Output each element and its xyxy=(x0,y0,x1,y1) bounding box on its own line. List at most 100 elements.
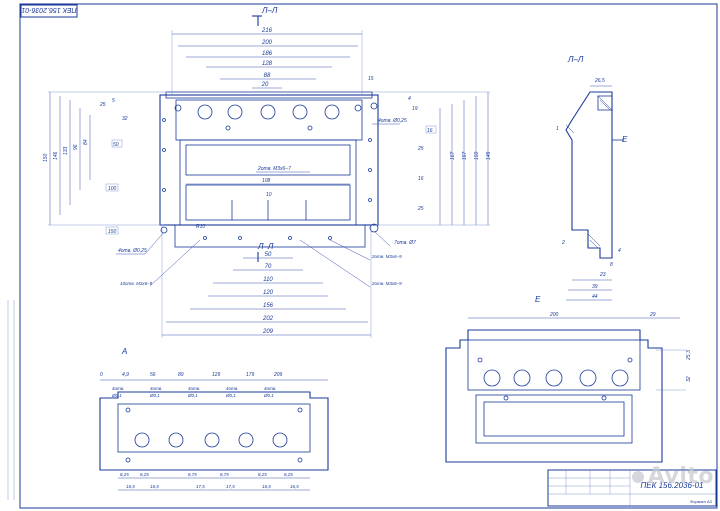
svg-text:186: 186 xyxy=(262,51,273,57)
svg-text:8: 8 xyxy=(610,262,613,268)
svg-text:96: 96 xyxy=(73,144,79,150)
svg-text:32: 32 xyxy=(686,376,692,382)
svg-text:8,25: 8,25 xyxy=(120,472,129,477)
svg-text:Ø0,1: Ø0,1 xyxy=(263,393,274,398)
svg-text:15: 15 xyxy=(368,76,374,82)
svg-text:Л–Л: Л–Л xyxy=(261,6,278,15)
svg-text:10отв. M3x6–9: 10отв. M3x6–9 xyxy=(120,281,153,286)
svg-text:Ø0,1: Ø0,1 xyxy=(225,393,236,398)
svg-text:167: 167 xyxy=(450,151,456,160)
svg-text:16: 16 xyxy=(418,176,424,182)
svg-text:4,9: 4,9 xyxy=(122,372,129,378)
svg-text:100: 100 xyxy=(108,186,117,192)
rotated-code-tag: ПЕК 156.2036-01 xyxy=(20,4,78,18)
svg-text:84: 84 xyxy=(83,139,89,145)
svg-text:44: 44 xyxy=(592,294,598,300)
svg-text:56: 56 xyxy=(150,372,156,378)
svg-text:150: 150 xyxy=(43,153,49,162)
svg-text:4отв.: 4отв. xyxy=(226,386,238,391)
svg-text:120: 120 xyxy=(263,290,274,296)
svg-text:8,25: 8,25 xyxy=(284,472,293,477)
svg-text:108: 108 xyxy=(262,178,271,184)
svg-text:17,5: 17,5 xyxy=(196,484,205,489)
svg-text:Л–Л: Л–Л xyxy=(567,55,584,64)
view-e: Е 200 29 25,3 32 xyxy=(445,295,692,463)
svg-text:Е: Е xyxy=(622,135,628,144)
svg-text:ПЕК 156.2036-01: ПЕК 156.2036-01 xyxy=(21,6,76,13)
svg-text:209: 209 xyxy=(262,329,274,335)
svg-text:150: 150 xyxy=(108,229,117,235)
svg-text:1: 1 xyxy=(556,126,559,132)
svg-text:4отв. Ø0,25: 4отв. Ø0,25 xyxy=(118,248,147,254)
svg-text:129: 129 xyxy=(212,372,221,378)
svg-text:133: 133 xyxy=(63,146,69,155)
svg-text:Формат А3: Формат А3 xyxy=(690,499,713,504)
svg-text:4: 4 xyxy=(408,96,411,102)
svg-text:25: 25 xyxy=(99,102,106,108)
svg-text:70: 70 xyxy=(265,264,272,270)
svg-text:ПЕК 156.2036-01: ПЕК 156.2036-01 xyxy=(641,481,704,490)
svg-text:Ø0,1: Ø0,1 xyxy=(187,393,198,398)
left-dimensions: 150 146 133 96 84 5 25 32 100 150 50 xyxy=(43,91,165,235)
svg-text:4: 4 xyxy=(618,248,621,254)
svg-text:5: 5 xyxy=(112,98,115,104)
svg-text:Ø0,1: Ø0,1 xyxy=(111,393,122,398)
svg-text:7отв. Ø7: 7отв. Ø7 xyxy=(394,240,416,246)
svg-text:8,75: 8,75 xyxy=(188,472,197,477)
svg-text:4отв. Ø0,25: 4отв. Ø0,25 xyxy=(378,118,407,124)
svg-text:202: 202 xyxy=(262,316,274,322)
svg-text:29: 29 xyxy=(649,312,656,318)
svg-text:50: 50 xyxy=(113,142,119,148)
svg-text:39: 39 xyxy=(592,284,598,290)
svg-text:8,75: 8,75 xyxy=(220,472,229,477)
svg-text:R10: R10 xyxy=(196,224,205,230)
svg-text:8,25: 8,25 xyxy=(140,472,149,477)
svg-text:17,5: 17,5 xyxy=(226,484,235,489)
svg-text:200: 200 xyxy=(549,312,559,318)
svg-text:88: 88 xyxy=(264,73,271,79)
svg-text:2отв. M3x6–9: 2отв. M3x6–9 xyxy=(371,254,402,259)
svg-text:Ø0,1: Ø0,1 xyxy=(149,393,160,398)
svg-text:20: 20 xyxy=(261,82,269,88)
svg-text:25: 25 xyxy=(417,146,424,152)
svg-text:4отв.: 4отв. xyxy=(112,386,124,391)
svg-text:Л–Л: Л–Л xyxy=(257,242,274,251)
svg-text:26,5: 26,5 xyxy=(594,78,605,84)
svg-text:Е: Е xyxy=(535,295,541,304)
svg-text:4отв.: 4отв. xyxy=(188,386,200,391)
svg-text:25: 25 xyxy=(417,206,424,212)
svg-text:16: 16 xyxy=(427,128,433,134)
avito-watermark: Avito xyxy=(631,464,714,489)
svg-text:2: 2 xyxy=(561,240,565,246)
svg-text:16,5: 16,5 xyxy=(150,484,159,489)
main-view: Л–Л Л–Л xyxy=(43,6,492,338)
title-block: ПЕК 156.2036-01 Формат А3 xyxy=(547,469,717,507)
svg-text:50: 50 xyxy=(265,252,272,258)
svg-text:16,5: 16,5 xyxy=(126,484,135,489)
svg-text:4отв.: 4отв. xyxy=(264,386,276,391)
svg-text:23: 23 xyxy=(599,272,606,278)
svg-text:16,5: 16,5 xyxy=(290,484,299,489)
svg-text:156: 156 xyxy=(263,303,274,309)
svg-text:19: 19 xyxy=(412,106,418,112)
svg-text:25,3: 25,3 xyxy=(686,350,692,361)
svg-text:0: 0 xyxy=(100,372,103,378)
svg-text:150: 150 xyxy=(474,151,480,160)
bottom-dimensions: 50 70 110 120 156 202 209 xyxy=(161,225,372,338)
svg-text:А: А xyxy=(121,347,127,356)
svg-text:10: 10 xyxy=(266,192,272,198)
svg-text:146: 146 xyxy=(53,151,59,160)
svg-text:216: 216 xyxy=(261,28,273,34)
svg-text:209: 209 xyxy=(273,372,283,378)
svg-text:32: 32 xyxy=(122,116,128,122)
svg-text:8,25: 8,25 xyxy=(258,472,267,477)
sheet-border xyxy=(19,3,718,509)
svg-text:2отв. M3x6–7: 2отв. M3x6–7 xyxy=(257,166,291,172)
left-margin-strip xyxy=(7,300,15,500)
svg-text:200: 200 xyxy=(261,40,273,46)
svg-text:149: 149 xyxy=(486,151,492,160)
svg-text:110: 110 xyxy=(263,277,273,283)
svg-text:89: 89 xyxy=(178,372,184,378)
svg-text:167: 167 xyxy=(462,151,468,160)
